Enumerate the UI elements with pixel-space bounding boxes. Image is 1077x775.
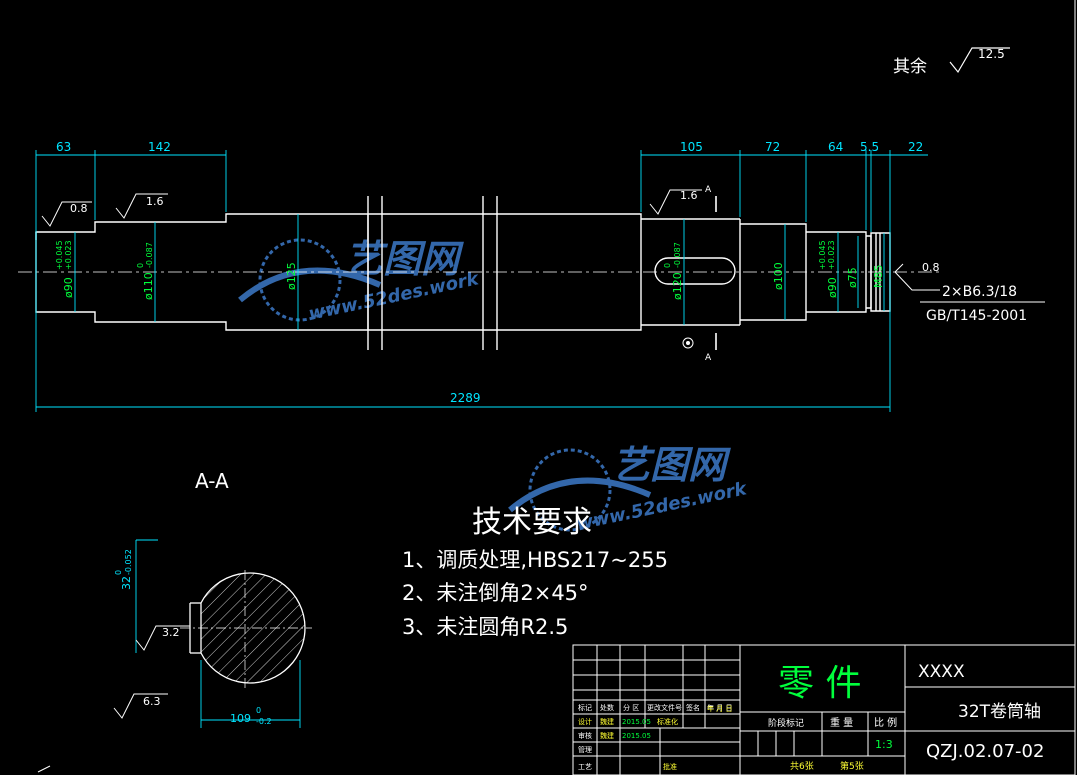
row-cell: 2015.05: [622, 718, 651, 726]
dia-110-tol-up: 0: [136, 263, 145, 268]
dim-105: 105: [680, 140, 703, 154]
row-cell: 标准化: [657, 717, 678, 726]
dia-120: ø120: [671, 272, 684, 300]
dia-120-tol-up: 0: [663, 263, 672, 268]
dimension-lines: [35, 150, 928, 412]
dia-90-right: ø90: [826, 277, 839, 298]
center-hole-std: GB/T145-2001: [926, 308, 1027, 324]
stage-header: 阶段标记: [768, 717, 804, 729]
section-width-tol-up: 0: [256, 706, 261, 715]
dim-2289: 2289: [450, 391, 481, 405]
watermark-1: 艺图网 www.52des.work: [238, 237, 481, 325]
section-title: A-A: [195, 469, 229, 493]
center-hole-spec: 2×B6.3/18: [942, 284, 1017, 300]
roughness-default-value: 12.5: [978, 47, 1005, 61]
part-label: 零 件: [778, 663, 861, 704]
dim-72: 72: [765, 140, 780, 154]
dia-125: ø125: [285, 262, 298, 290]
scale-header: 比 例: [874, 716, 897, 729]
dia-110-tol-lo: -0.087: [145, 242, 154, 268]
row-cell: 批准: [663, 762, 677, 771]
roughness-default-label: 其余: [893, 57, 927, 77]
roughness-1-6-left: 1.6: [146, 195, 164, 208]
row-cell: 标记: [578, 703, 592, 712]
dia-100: ø100: [772, 262, 785, 290]
tech-title: 技术要求: [472, 505, 592, 540]
section-height: 32: [120, 576, 133, 590]
section-width: 109: [230, 712, 251, 725]
roughness-symbols: [41, 189, 940, 291]
section-mark-label: A: [705, 185, 712, 195]
row-cell: 更改文件号: [647, 703, 682, 712]
row-cell: 签名: [686, 703, 700, 712]
roughness-symbol-icon: [949, 47, 1010, 74]
watermark-logo: 艺图网: [345, 237, 464, 281]
section-mark-a: A A: [682, 185, 717, 363]
thread-m85: M85: [872, 265, 885, 289]
roughness-1-6-right: 1.6: [680, 189, 698, 202]
part-name: 32T卷筒轴: [958, 702, 1041, 722]
row-cell: 魏建: [600, 731, 614, 740]
row-cell: 审核: [578, 731, 592, 740]
row-cell: 处数: [600, 703, 614, 712]
row-cell: 管理: [578, 745, 592, 754]
dim-63: 63: [56, 140, 71, 154]
roughness-6-3: 6.3: [143, 695, 161, 708]
row-cell: 魏建: [600, 717, 614, 726]
drawing-number: QZJ.02.07-02: [926, 741, 1044, 762]
dia-75: ø75: [846, 267, 859, 288]
title-block-rows: 标记 处数 分 区 更改文件号 签名 年 月 日 设计 魏建 2015.05 标…: [578, 703, 732, 771]
tech-item-3: 3、未注圆角R2.5: [402, 615, 568, 639]
roughness-0-8-left: 0.8: [70, 202, 88, 215]
diameter-labels: ø90 +0.045 +0.023 ø110 0 -0.087 ø125 ø12…: [55, 240, 885, 300]
company-name: XXXX: [918, 662, 965, 682]
scale-value: 1:3: [875, 738, 893, 751]
weight-header: 重 量: [830, 716, 853, 729]
dia-90-right-tol-up: +0.045: [818, 240, 827, 270]
section-height-tol-lo: -0.052: [124, 549, 133, 575]
section-height-tol-up: 0: [114, 570, 123, 575]
dim-22: 22: [908, 140, 923, 154]
row-cell: 2015.05: [622, 732, 651, 740]
row-cell: 年 月 日: [707, 703, 732, 712]
row-cell: 设计: [578, 717, 592, 726]
watermark-logo: 艺图网: [612, 443, 731, 487]
dim-142: 142: [148, 140, 171, 154]
dia-90-right-tol-lo: +0.023: [827, 240, 836, 270]
row-cell: 分 区: [623, 703, 639, 712]
dim-64: 64: [828, 140, 843, 154]
dia-90-left-tol-lo: +0.023: [64, 240, 73, 270]
section-view: [180, 570, 312, 690]
dia-90-left: ø90: [62, 277, 75, 298]
title-block-grid: [572, 644, 1076, 775]
section-mark-label: A: [705, 353, 712, 363]
roughness-3-2: 3.2: [162, 626, 180, 639]
dimension-texts: 63 142 105 72 64 5.5 22 2289: [56, 140, 923, 405]
dia-120-tol-lo: -0.087: [673, 242, 682, 268]
sheets-total: 共6张: [790, 761, 814, 772]
row-cell: 年 月 日: [707, 704, 732, 713]
shaft-outline: [35, 196, 891, 350]
dim-5-5: 5.5: [860, 140, 879, 154]
section-width-tol-lo: -0.2: [256, 717, 272, 726]
tech-item-2: 2、未注倒角2×45°: [402, 581, 589, 605]
dia-110: ø110: [142, 272, 155, 300]
sheet-number: 第5张: [840, 760, 864, 772]
roughness-0-8-right: 0.8: [922, 261, 940, 274]
tech-item-1: 1、调质处理,HBS217~255: [402, 548, 668, 572]
dia-90-left-tol-up: +0.045: [55, 240, 64, 270]
row-cell: 工艺: [578, 763, 592, 771]
